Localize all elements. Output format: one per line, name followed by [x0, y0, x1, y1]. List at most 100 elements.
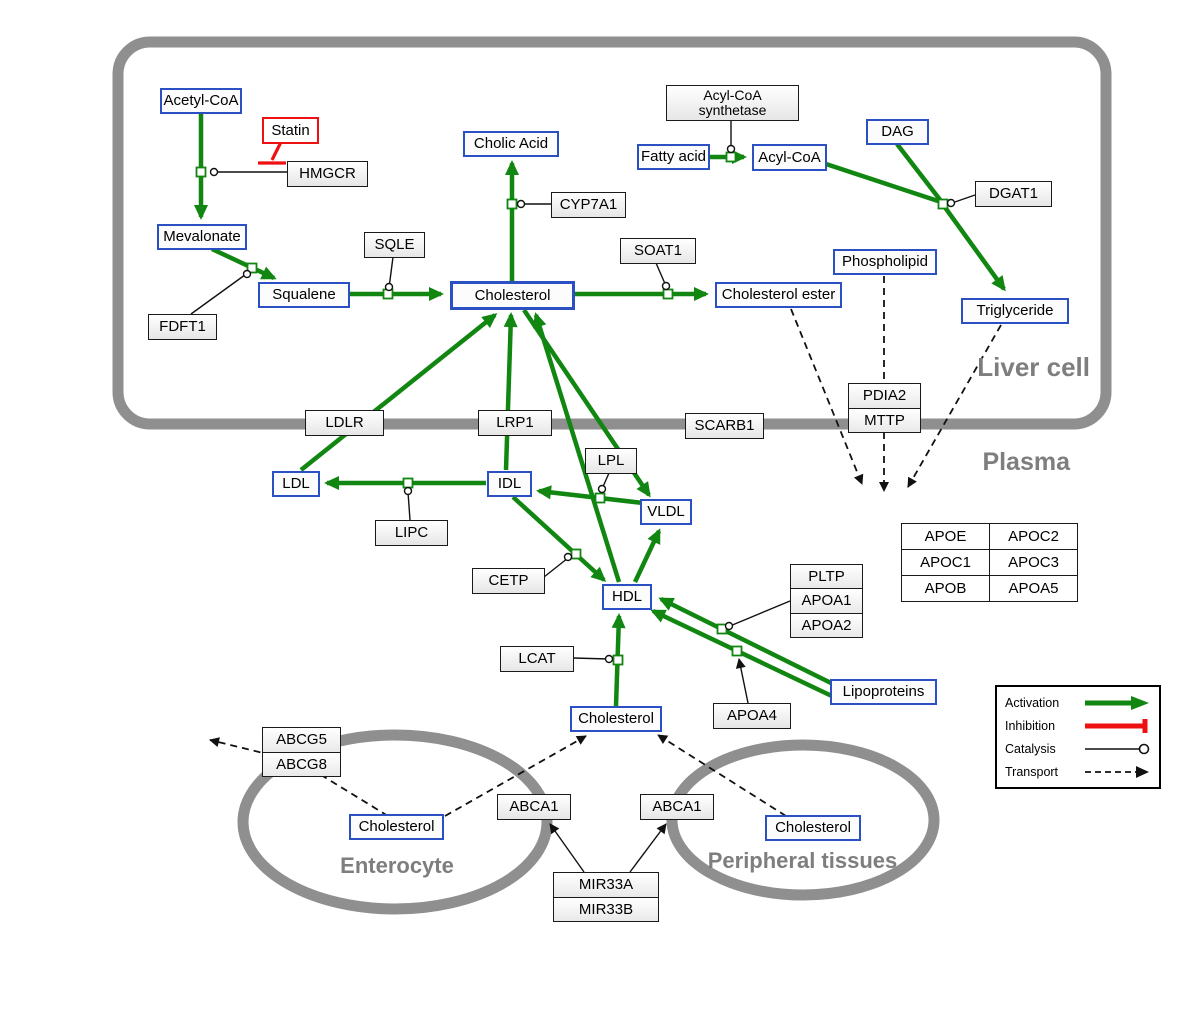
node-abca1-right[interactable]: ABCA1: [640, 794, 714, 820]
peripheral-tissues-label: Peripheral tissues: [707, 848, 898, 873]
node-statin[interactable]: Statin: [262, 117, 319, 144]
node-abca1-left[interactable]: ABCA1: [497, 794, 571, 820]
node-sqle[interactable]: SQLE: [364, 232, 425, 258]
edge-mir33-abca1-right: [629, 823, 667, 873]
node-pdia2[interactable]: PDIA2: [849, 384, 920, 408]
edge-cholesterolester-lipoprotein-assembly: [790, 308, 864, 485]
node-ldl[interactable]: LDL: [272, 471, 320, 497]
node-lrp1[interactable]: LRP1: [478, 410, 552, 436]
acyl-coa-synthetase-line1: Acyl-CoA: [703, 87, 762, 104]
edge-lipoproteins-hdl-lower: [650, 608, 837, 701]
statin-inhibition-stem: [270, 141, 283, 161]
reaction-nodes: [195, 151, 949, 666]
node-mir33b[interactable]: MIR33B: [554, 896, 658, 921]
edge-sqle-catalysis: [388, 256, 394, 289]
node-apoa1[interactable]: APOA1: [791, 588, 862, 613]
node-cetp[interactable]: CETP: [472, 568, 545, 594]
node-cholesterol-peripheral[interactable]: Cholesterol: [765, 815, 861, 841]
node-apoc2[interactable]: APOC2: [990, 524, 1077, 549]
node-cholesterol-plasma[interactable]: Cholesterol: [570, 706, 662, 732]
node-abcg5[interactable]: ABCG5: [263, 728, 340, 752]
legend-transport: Transport: [1005, 761, 1151, 783]
node-mir33a[interactable]: MIR33A: [554, 873, 658, 897]
catalysis-circle-icon: [1085, 743, 1150, 754]
node-cyp7a1[interactable]: CYP7A1: [551, 192, 626, 218]
catalysis-edges: [190, 120, 976, 873]
node-vldl[interactable]: VLDL: [640, 499, 692, 525]
node-triglyceride[interactable]: Triglyceride: [961, 298, 1069, 324]
node-mttp[interactable]: MTTP: [849, 407, 920, 432]
node-ldlr[interactable]: LDLR: [305, 410, 384, 436]
node-lcat[interactable]: LCAT: [500, 646, 574, 672]
peripheral-tissues-membrane: [666, 739, 940, 901]
stack-abcg5-abcg8: ABCG5 ABCG8: [262, 727, 341, 777]
edge-mir33-abca1-left: [549, 823, 585, 873]
edge-junction-triglyceride: [942, 204, 1006, 292]
node-scarb1[interactable]: SCARB1: [685, 413, 764, 439]
stack-pltp-apoa1-apoa2: PLTP APOA1 APOA2: [790, 564, 863, 638]
node-soat1[interactable]: SOAT1: [620, 238, 696, 264]
node-apoc3[interactable]: APOC3: [990, 550, 1077, 575]
node-squalene[interactable]: Squalene: [258, 282, 350, 308]
edge-mevalonate-squalene: [211, 246, 277, 281]
liver-cell-label: Liver cell: [977, 352, 1090, 382]
edge-dag-dgat1-junction: [895, 142, 943, 203]
edge-peripheral-cholesterol-to-plasma: [657, 734, 787, 817]
edge-idl-cholesterol-via-lrp1: [503, 312, 518, 471]
node-pltp[interactable]: PLTP: [791, 565, 862, 589]
node-acyl-coa[interactable]: Acyl-CoA: [752, 144, 827, 171]
node-acyl-coa-synthetase[interactable]: Acyl-CoA synthetase: [666, 85, 799, 121]
edge-pltp-catalysis: [729, 600, 791, 627]
node-apoc1[interactable]: APOC1: [902, 550, 989, 575]
inhibition-edge-statin-hmgcr: [258, 141, 286, 165]
node-acetyl-coa[interactable]: Acetyl-CoA: [160, 88, 242, 114]
edge-enterocyte-cholesterol-to-plasma: [444, 735, 587, 817]
edge-fdft1-catalysis: [190, 271, 250, 315]
catalysis-circles: [209, 144, 956, 664]
apolipoprotein-table: APOE APOC2 APOC1 APOC3 APOB APOA5: [901, 523, 1078, 602]
node-fatty-acid[interactable]: Fatty acid: [637, 144, 710, 170]
node-cholic-acid[interactable]: Cholic Acid: [463, 131, 559, 157]
node-apoa2[interactable]: APOA2: [791, 612, 862, 637]
legend-transport-label: Transport: [1005, 764, 1059, 779]
liver-cell-membrane: [112, 36, 1112, 430]
legend-catalysis-label: Catalysis: [1005, 741, 1056, 756]
node-fdft1[interactable]: FDFT1: [148, 314, 217, 340]
plasma-label: Plasma: [982, 448, 1070, 476]
legend-inhibition: Inhibition: [1005, 715, 1151, 737]
edge-ldl-cholesterol-via-ldlr: [299, 313, 498, 472]
node-abcg8[interactable]: ABCG8: [263, 751, 340, 776]
node-phospholipid[interactable]: Phospholipid: [833, 249, 937, 275]
node-apob[interactable]: APOB: [902, 576, 989, 601]
legend-activation: Activation: [1005, 692, 1151, 714]
node-hmgcr[interactable]: HMGCR: [287, 161, 368, 187]
node-apoe[interactable]: APOE: [902, 524, 989, 549]
legend-catalysis: Catalysis: [1005, 738, 1151, 760]
edge-acylcoa-dgat1-junction: [825, 161, 942, 205]
node-lipoproteins[interactable]: Lipoproteins: [830, 679, 937, 705]
acyl-coa-synthetase-line2: synthetase: [698, 102, 767, 118]
node-apoa4[interactable]: APOA4: [713, 703, 791, 729]
edge-cetp-catalysis: [543, 557, 569, 578]
node-dgat1[interactable]: DGAT1: [975, 181, 1052, 207]
edge-dgat1-catalysis: [951, 194, 976, 204]
node-idl[interactable]: IDL: [487, 471, 532, 497]
node-lpl[interactable]: LPL: [585, 448, 637, 474]
inhibition-tbar-icon: [1085, 718, 1148, 733]
node-cholesterol-enterocyte[interactable]: Cholesterol: [349, 814, 444, 840]
stack-pdia2-mttp: PDIA2 MTTP: [848, 383, 921, 433]
node-apoa5[interactable]: APOA5: [990, 576, 1077, 601]
legend-activation-label: Activation: [1005, 695, 1060, 710]
edge-lipoproteins-hdl-upper: [658, 596, 832, 686]
edge-hdl-cholesterol: [532, 312, 622, 583]
node-cholesterol-ester[interactable]: Cholesterol ester: [715, 282, 842, 308]
node-hdl[interactable]: HDL: [602, 584, 652, 610]
edge-idl-hdl-cetp: [511, 495, 607, 583]
node-dag[interactable]: DAG: [866, 119, 929, 145]
activation-arrow-icon: [1085, 695, 1149, 710]
node-cholesterol-liver[interactable]: Cholesterol: [450, 281, 575, 310]
node-lipc[interactable]: LIPC: [375, 520, 448, 546]
node-mevalonate[interactable]: Mevalonate: [157, 224, 247, 250]
